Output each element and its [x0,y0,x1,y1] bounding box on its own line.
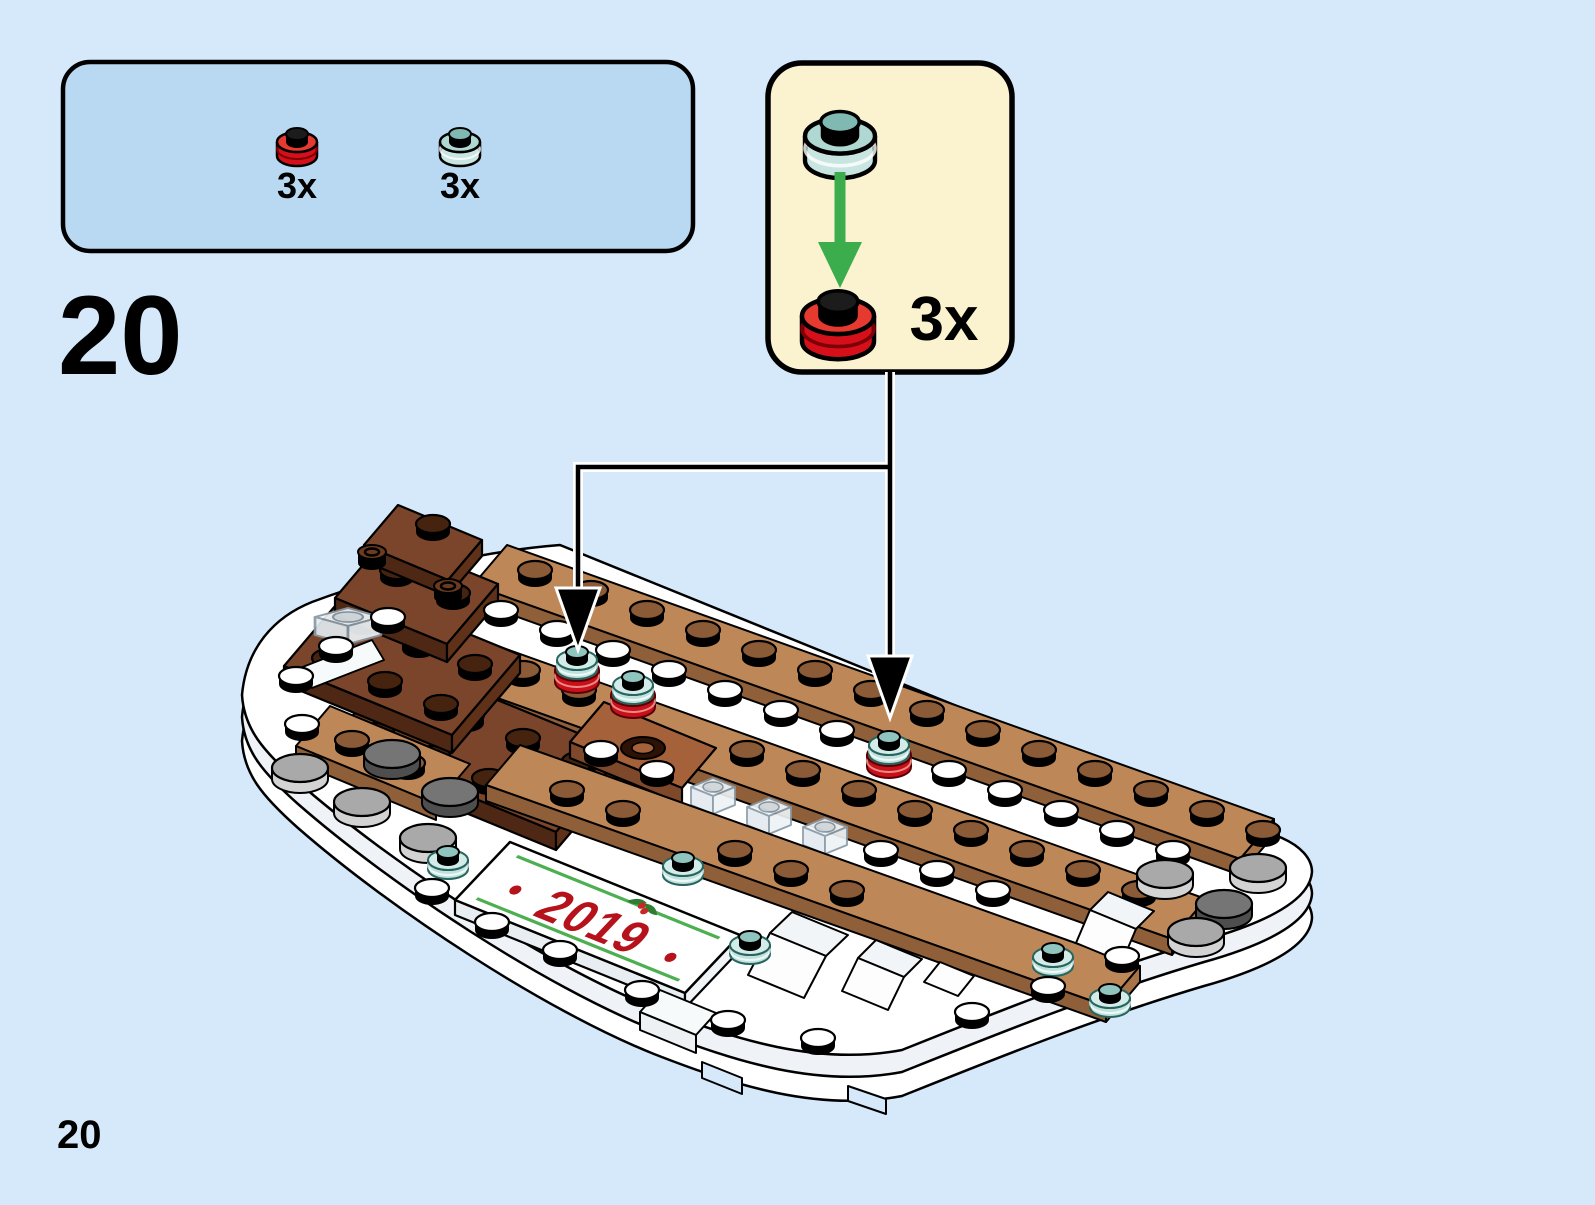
part-red-qty-label: 3x [277,165,317,206]
arrowhead-left-icon [553,586,603,655]
lego-model-illustration: 2019 [240,503,1314,1115]
callout-qty-label: 3x [910,285,979,354]
callout-trans-plate-icon [805,112,875,179]
callout-connector-arrows [553,372,915,723]
holly-icon [627,898,657,916]
parts-callout-box: 3x 3x [60,59,696,254]
base-wall-notches [701,1061,887,1115]
step-number: 20 [58,273,183,398]
part-trans-round-plate-icon [438,126,482,168]
page-number: 20 [57,1113,102,1157]
part-trans-qty-label: 3x [440,165,480,206]
white-slope-bricks [639,891,1155,1054]
green-down-arrow-icon [818,172,862,288]
assembly-callout-box: 3x [765,60,1015,375]
callout-red-plate-icon [802,291,874,359]
arrowhead-right-icon [865,654,915,723]
part-red-round-plate-icon [275,126,319,168]
